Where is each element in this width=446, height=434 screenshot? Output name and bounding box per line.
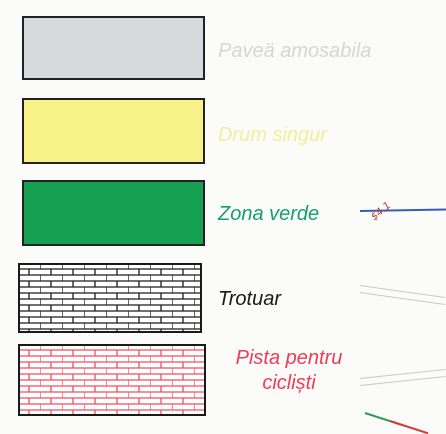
legend-label-bike: Pista pentru cicliști xyxy=(214,347,364,395)
legend-label-green: Zona verde xyxy=(218,203,320,225)
legend-label-paved: Paveä amosabila xyxy=(218,40,372,62)
plan-line xyxy=(359,292,446,305)
legend-label-sidewalk: Trotuar xyxy=(218,288,281,310)
legend-label-road: Drum singur xyxy=(218,124,327,146)
legend-label-bike-line2: cicliști xyxy=(262,372,316,394)
handwritten-mark: $4.1 xyxy=(369,200,394,223)
swatch-green xyxy=(22,180,205,246)
plan-line xyxy=(389,420,429,434)
plan-line xyxy=(359,285,446,298)
swatch-road xyxy=(22,98,205,164)
swatch-bike xyxy=(18,344,206,416)
swatch-paved xyxy=(22,16,205,80)
swatch-sidewalk xyxy=(18,263,202,333)
legend-label-bike-line1: Pista pentru xyxy=(235,347,343,369)
